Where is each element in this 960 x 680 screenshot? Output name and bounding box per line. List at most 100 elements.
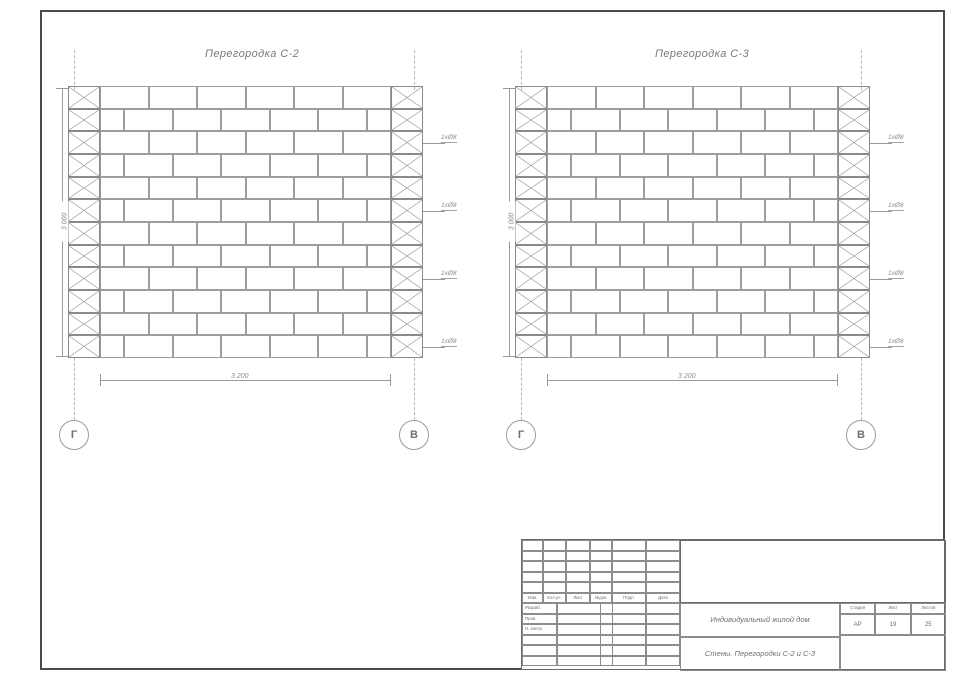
masonry-block	[765, 290, 814, 313]
masonry-block	[100, 312, 149, 336]
masonry-block	[692, 222, 741, 245]
masonry-block	[172, 335, 222, 358]
axis-label: Г	[517, 429, 525, 441]
masonry-block	[294, 176, 343, 200]
masonry-block	[318, 108, 367, 132]
masonry-block	[692, 86, 741, 109]
reinforced-column-cell-left	[68, 154, 100, 177]
stamp-blank-cell	[646, 561, 680, 572]
masonry-block	[124, 290, 173, 313]
stamp-stage-value-2: 25	[910, 614, 946, 635]
reinforced-column-cell-left	[68, 290, 100, 313]
stamp-stage-value-0: АР	[840, 614, 876, 635]
masonry-block	[221, 244, 270, 268]
masonry-block	[789, 131, 838, 154]
masonry-block	[668, 199, 717, 222]
stamp-blank-cell	[612, 571, 646, 582]
stamp-sign-cell	[557, 645, 601, 656]
masonry-block	[221, 199, 270, 222]
stamp-blank-cell	[612, 582, 646, 593]
stamp-blank-cell	[590, 550, 612, 561]
rebar-callout: 1xØ8	[441, 201, 457, 211]
masonry-block	[269, 154, 319, 177]
masonry-block	[741, 312, 790, 336]
masonry-block	[595, 312, 644, 336]
masonry-block	[644, 131, 693, 154]
masonry-block	[547, 131, 596, 154]
dimension-height-label: 3 000	[61, 201, 69, 242]
masonry-block	[172, 244, 222, 268]
dimension-tick	[100, 374, 101, 386]
reinforced-column-cell-left	[68, 244, 100, 268]
stamp-stage-value-1: 19	[875, 614, 911, 635]
masonry-block	[547, 312, 596, 336]
reinforced-column-cell-right	[838, 108, 870, 132]
masonry-block	[571, 290, 620, 313]
masonry-block	[765, 154, 814, 177]
rebar-callout: 1xØ8	[441, 133, 457, 143]
stamp-sign-cell	[612, 645, 646, 656]
masonry-block	[366, 108, 391, 132]
masonry-block	[221, 290, 270, 313]
masonry-block	[692, 176, 741, 200]
reinforced-column-cell-left	[515, 222, 547, 245]
masonry-block	[619, 154, 669, 177]
stamp-blank-cell	[543, 571, 566, 582]
stamp-project-title: Индивидуальный жилой дом	[680, 603, 840, 637]
masonry-block	[668, 108, 717, 132]
masonry-block	[595, 131, 644, 154]
dimension-tick	[503, 88, 515, 89]
dimension-tick	[547, 374, 548, 386]
masonry-block	[716, 335, 766, 358]
masonry-block	[547, 86, 596, 109]
masonry-block	[342, 312, 391, 336]
reinforced-column-cell-left	[515, 86, 547, 109]
masonry-block	[765, 244, 814, 268]
masonry-block	[294, 131, 343, 154]
masonry-block	[547, 290, 572, 313]
masonry-block	[197, 312, 246, 336]
reinforced-column-cell-left	[515, 267, 547, 290]
reinforced-column-cell-left	[68, 108, 100, 132]
masonry-block	[366, 290, 391, 313]
stamp-header-3: №док.	[590, 592, 612, 603]
masonry-block	[318, 335, 367, 358]
wall-elevation-c2	[68, 86, 423, 358]
stamp-stage-header-1: Лист	[875, 603, 911, 614]
masonry-block	[644, 86, 693, 109]
stamp-header-1: Кол.уч.	[543, 592, 566, 603]
stamp-blank-cell	[590, 540, 612, 551]
masonry-block	[741, 222, 790, 245]
stamp-date-cell	[646, 655, 680, 666]
masonry-block	[100, 108, 125, 132]
masonry-block	[294, 222, 343, 245]
masonry-block	[595, 222, 644, 245]
masonry-block	[172, 108, 222, 132]
dimension-line-width	[547, 380, 837, 381]
reinforced-column-cell-left	[68, 222, 100, 245]
dimension-height-label: 3 000	[508, 201, 516, 242]
stamp-blank-cell	[646, 571, 680, 582]
stamp-blank-cell	[543, 550, 566, 561]
stamp-stage-header-0: Стадия	[840, 603, 876, 614]
reinforced-column-cell-right	[391, 176, 423, 200]
axis-label: В	[410, 429, 418, 441]
masonry-block	[172, 154, 222, 177]
masonry-block	[692, 267, 741, 290]
masonry-block	[619, 290, 669, 313]
masonry-block	[342, 86, 391, 109]
reinforced-column-cell-left	[515, 199, 547, 222]
stamp-blank-cell	[566, 561, 590, 572]
masonry-block	[221, 108, 270, 132]
stamp-blank-cell	[543, 540, 566, 551]
masonry-block	[644, 176, 693, 200]
callout-leader-line	[870, 142, 892, 144]
masonry-block	[547, 335, 572, 358]
stamp-role-label	[522, 645, 557, 656]
masonry-block	[619, 244, 669, 268]
masonry-block	[644, 312, 693, 336]
reinforced-column-cell-right	[391, 222, 423, 245]
stamp-date-cell	[646, 613, 680, 624]
masonry-block	[100, 335, 125, 358]
masonry-block	[619, 108, 669, 132]
